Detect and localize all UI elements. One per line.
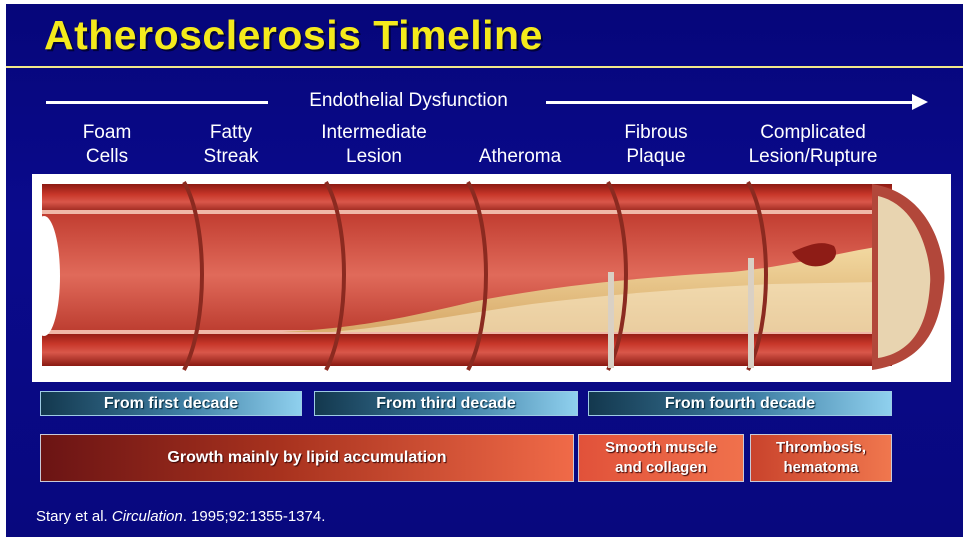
- stage-label-fatty-streak: Fatty Streak: [186, 121, 276, 169]
- endothelial-dysfunction-label: Endothelial Dysfunction: [281, 90, 536, 112]
- stage-label-line2: Plaque: [606, 145, 706, 169]
- citation-details: . 1995;92:1355-1374.: [183, 508, 326, 525]
- growth-bar-text: Growth mainly by lipid accumulation: [41, 435, 573, 481]
- section-cut: [608, 272, 614, 368]
- stage-label-fibrous-plaque: Fibrous Plaque: [606, 121, 706, 169]
- stage-label-intermediate-lesion: Intermediate Lesion: [304, 121, 444, 169]
- growth-bar-thrombosis: Thrombosis, hematoma: [750, 434, 892, 482]
- stage-label-line1: [460, 121, 580, 145]
- stage-label-line2: Lesion/Rupture: [728, 145, 898, 169]
- stage-label-line1: Foam: [62, 121, 152, 145]
- artery-illustration: [32, 174, 951, 382]
- artery-illustration-panel: [32, 174, 951, 382]
- growth-bar-lipid: Growth mainly by lipid accumulation: [40, 434, 574, 482]
- stage-label-line2: Atheroma: [460, 145, 580, 169]
- timeline-arrow-right-segment: [546, 101, 914, 104]
- citation: Stary et al. Circulation. 1995;92:1355-1…: [36, 508, 325, 525]
- stage-label-line1: Fatty: [186, 121, 276, 145]
- timeline-arrow-left-segment: [46, 101, 268, 104]
- stage-label-line2: Streak: [186, 145, 276, 169]
- growth-bar-smooth-muscle: Smooth muscle and collagen: [578, 434, 744, 482]
- artery-top-wall: [42, 184, 892, 214]
- stage-label-line2: Cells: [62, 145, 152, 169]
- citation-journal: Circulation: [112, 508, 183, 525]
- stage-label-line1: Complicated: [728, 121, 898, 145]
- arrow-head-icon: [912, 94, 928, 110]
- slide: Atherosclerosis Timeline Endothelial Dys…: [6, 4, 963, 537]
- growth-bar-text-line2: hematoma: [751, 458, 891, 478]
- growth-bar-text-line1: Thrombosis,: [751, 438, 891, 458]
- stage-label-line2: Lesion: [304, 145, 444, 169]
- decade-bar-third: From third decade: [314, 391, 578, 416]
- stage-label-foam-cells: Foam Cells: [62, 121, 152, 169]
- decade-bar-first: From first decade: [40, 391, 302, 416]
- citation-authors: Stary et al.: [36, 508, 108, 525]
- slide-title: Atherosclerosis Timeline: [44, 12, 543, 59]
- artery-intima-top: [42, 210, 892, 214]
- stage-label-atheroma: Atheroma: [460, 121, 580, 169]
- stage-label-complicated-lesion: Complicated Lesion/Rupture: [728, 121, 898, 169]
- title-divider: [6, 66, 963, 68]
- section-cut: [748, 258, 754, 368]
- stage-label-line1: Fibrous: [606, 121, 706, 145]
- artery-bottom-wall: [42, 332, 892, 366]
- decade-bar-fourth: From fourth decade: [588, 391, 892, 416]
- growth-bar-text-line2: and collagen: [579, 458, 743, 478]
- growth-bar-text-line1: Smooth muscle: [579, 438, 743, 458]
- stage-label-line1: Intermediate: [304, 121, 444, 145]
